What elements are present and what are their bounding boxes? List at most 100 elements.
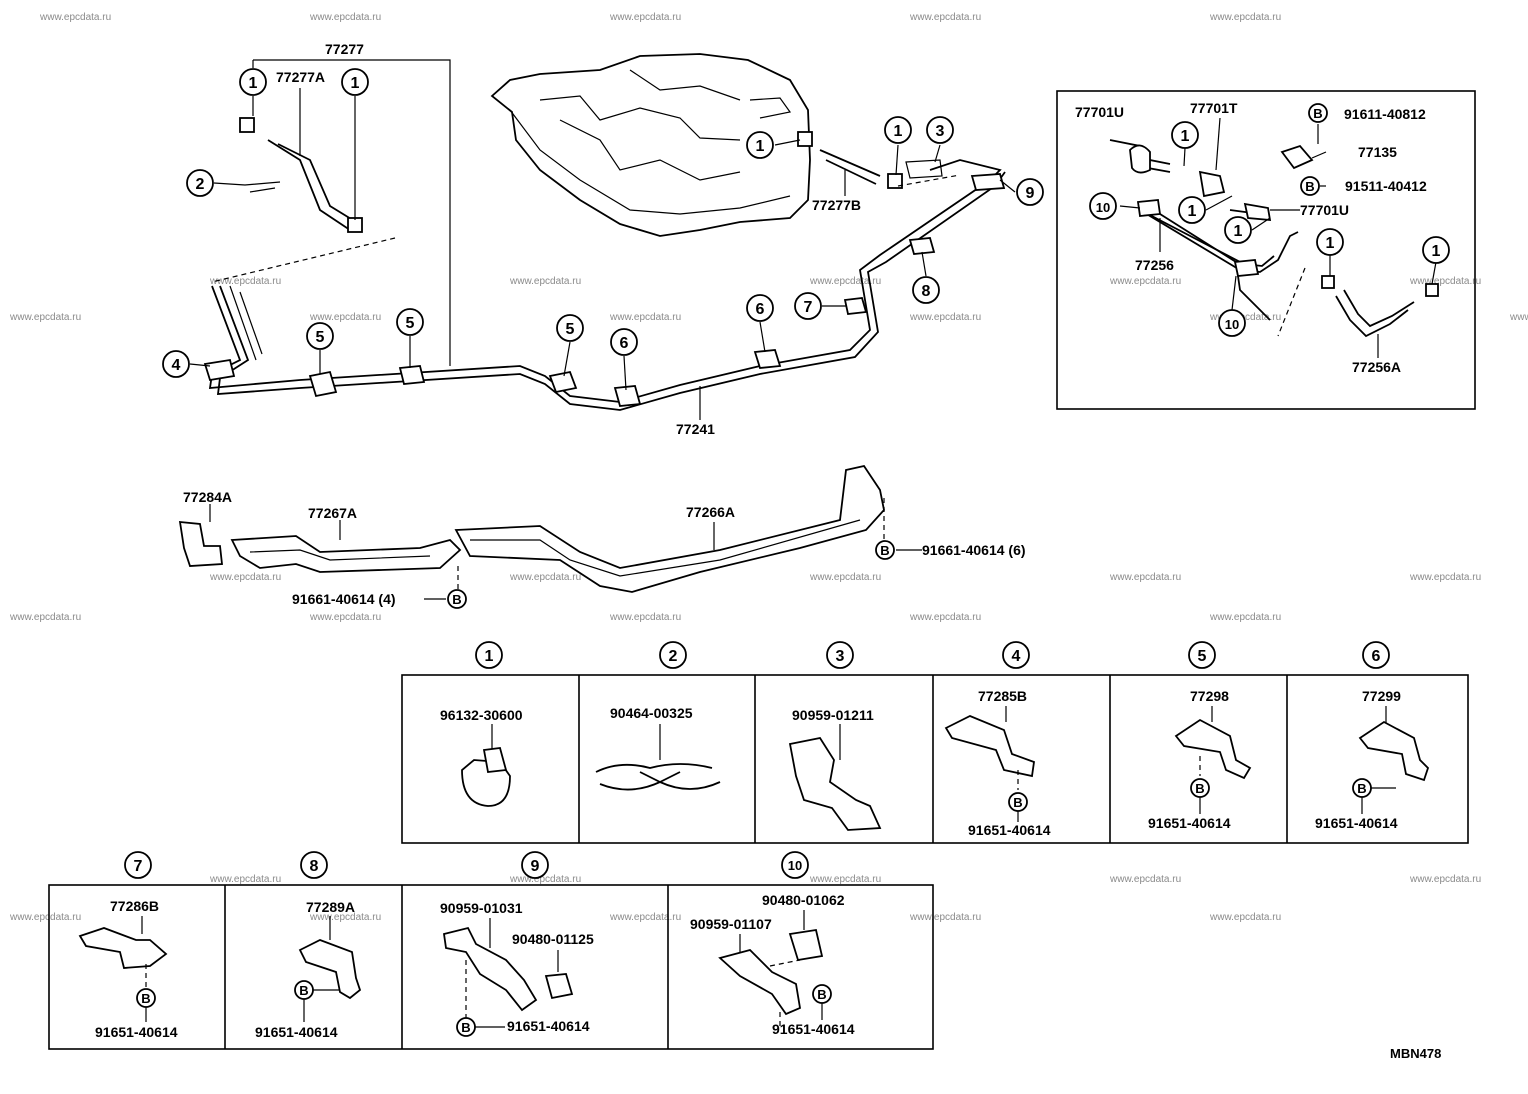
part-label: 96132-30600: [440, 707, 523, 723]
svg-text:3: 3: [836, 648, 845, 665]
watermark: www.epcdata.ru: [1209, 612, 1281, 623]
svg-text:10: 10: [788, 858, 802, 873]
part-label-77701U: 77701U: [1075, 104, 1124, 120]
watermark: www.epcdata.ru: [309, 612, 381, 623]
watermark: www.epcdata.ru: [609, 912, 681, 923]
callout-1: 1: [1224, 216, 1252, 244]
svg-text:2: 2: [669, 648, 678, 665]
detail-10: 10 90480-01062 90959-01107 B 91651-40614: [690, 851, 855, 1037]
watermark: www.epcdata.ru: [9, 312, 81, 323]
part-label: 90464-00325: [610, 705, 693, 721]
watermark: www.epcdata.ru: [209, 572, 281, 583]
part-label-77277B: 77277B: [812, 197, 861, 213]
svg-text:6: 6: [756, 301, 765, 318]
svg-text:B: B: [1013, 795, 1022, 810]
callout-5: 5: [396, 308, 424, 336]
part-label-77701T: 77701T: [1190, 100, 1238, 116]
bolt-B: B: [1190, 778, 1210, 798]
part-label-77266A: 77266A: [686, 504, 735, 520]
detail-9: 9 90959-01031 90480-01125 B 91651-40614: [440, 851, 594, 1037]
watermark: www.epcdata.ru: [909, 912, 981, 923]
part-label-77284A: 77284A: [183, 489, 232, 505]
main-labels: 77277 77277A 77277B 77241: [276, 41, 861, 437]
watermark: www.epcdata.ru: [1209, 12, 1281, 23]
svg-text:4: 4: [1012, 648, 1021, 665]
watermark: www.epcdata.ru: [1509, 312, 1528, 323]
hose-clip-icon: [1321, 275, 1335, 289]
part-label: 90959-01031: [440, 900, 523, 916]
part-label: 91651-40614: [255, 1024, 338, 1040]
svg-text:5: 5: [1198, 648, 1207, 665]
svg-text:5: 5: [406, 315, 415, 332]
detail-6: 6 77299 B 91651-40614: [1315, 641, 1430, 831]
bolt-B: B: [875, 540, 895, 560]
svg-text:B: B: [1357, 781, 1366, 796]
part-label: 91651-40614: [507, 1018, 590, 1034]
svg-text:7: 7: [134, 858, 143, 875]
detail-5: 5 77298 B 91651-40614: [1148, 641, 1252, 831]
bolt-B: B: [456, 1017, 476, 1037]
part-label: 91651-40614: [1148, 815, 1231, 831]
part-label-77701U: 77701U: [1300, 202, 1349, 218]
fuel-tube-route: [203, 117, 1006, 411]
svg-text:9: 9: [1026, 185, 1035, 202]
part-label-77256A: 77256A: [1352, 359, 1401, 375]
watermark: www.epcdata.ru: [509, 874, 581, 885]
bolt-B: B: [1300, 176, 1320, 196]
svg-text:B: B: [299, 983, 308, 998]
callout-3: 3: [926, 116, 954, 144]
watermark: www.epcdata.ru: [809, 874, 881, 885]
svg-text:B: B: [452, 592, 461, 607]
part-label-91511-40412: 91511-40412: [1345, 178, 1427, 194]
svg-text:4: 4: [172, 357, 181, 374]
svg-text:B: B: [1195, 781, 1204, 796]
svg-text:8: 8: [310, 858, 319, 875]
callout-1: 1: [1178, 196, 1206, 224]
svg-text:B: B: [880, 543, 889, 558]
part-label-91611-40812: 91611-40812: [1344, 106, 1426, 122]
part-label: 91651-40614: [772, 1021, 855, 1037]
hose-clip-icon: [239, 117, 255, 133]
callout-9: 9: [1016, 178, 1044, 206]
bolt-B: B: [1008, 792, 1028, 812]
fuel-tank-illustration: [490, 53, 811, 237]
callout-1: 1: [884, 116, 912, 144]
svg-text:7: 7: [804, 299, 813, 316]
svg-text:1: 1: [1188, 203, 1197, 220]
part-label-77267A: 77267A: [308, 505, 357, 521]
detail-4: 4 77285B B 91651-40614: [944, 641, 1051, 838]
callout-10: 10: [1089, 192, 1117, 220]
part-label: 91651-40614: [95, 1024, 178, 1040]
svg-text:1: 1: [756, 138, 765, 155]
callout-1: 1: [341, 68, 369, 96]
callout-1: 1: [1316, 228, 1344, 256]
svg-text:1: 1: [1432, 243, 1441, 260]
hose-clip-icon: [347, 217, 363, 233]
callout-5: 5: [556, 314, 584, 342]
svg-text:5: 5: [566, 321, 575, 338]
svg-text:5: 5: [316, 329, 325, 346]
watermark: www.epcdata.ru: [609, 612, 681, 623]
svg-text:B: B: [141, 991, 150, 1006]
bolt-B: B: [447, 589, 467, 609]
watermark: www.epcdata.ru: [1409, 276, 1481, 287]
main-callouts: 1 1 2 1 1 3 9 8 7 6 6 5 5 5 4: [162, 68, 1044, 378]
part-label-91661-40614-6: 91661-40614 (6): [922, 542, 1026, 558]
watermark: www.epcdata.ru: [1209, 312, 1281, 323]
svg-text:6: 6: [620, 335, 629, 352]
bolt-B: B: [294, 980, 314, 1000]
detail-row-2: 7 77286B B 91651-40614 8 77289A B 91651-…: [48, 851, 934, 1050]
watermark: www.epcdata.ru: [909, 12, 981, 23]
watermark: www.epcdata.ru: [309, 12, 381, 23]
watermark: www.epcdata.ru: [1109, 572, 1181, 583]
svg-text:B: B: [461, 1020, 470, 1035]
svg-text:10: 10: [1225, 317, 1239, 332]
part-label: 77299: [1362, 688, 1401, 704]
detail-row-1: 1 96132-30600 2 90464-00325 3 90959-0121…: [401, 641, 1469, 844]
callout-1: 1: [1171, 121, 1199, 149]
part-label: 77298: [1190, 688, 1229, 704]
svg-text:1: 1: [249, 75, 258, 92]
watermark: www.epcdata.ru: [209, 276, 281, 287]
watermark: www.epcdata.ru: [909, 612, 981, 623]
